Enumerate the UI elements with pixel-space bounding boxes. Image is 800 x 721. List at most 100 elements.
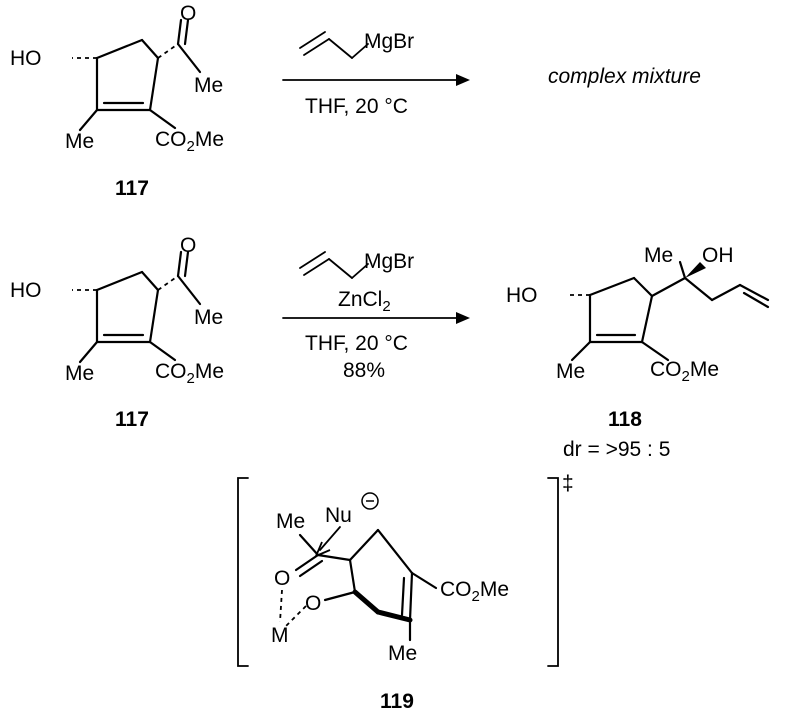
compound-number: 118 bbox=[608, 408, 642, 431]
bond bbox=[78, 108, 99, 132]
bond bbox=[323, 590, 357, 602]
bond bbox=[650, 276, 687, 298]
allyl-bond bbox=[328, 38, 353, 59]
bond bbox=[298, 533, 320, 557]
hash-bond bbox=[157, 43, 179, 59]
diastereomeric-ratio-label: dr = >95 : 5 bbox=[563, 438, 670, 461]
bond bbox=[294, 553, 320, 572]
bond bbox=[298, 559, 324, 578]
allyl-bond bbox=[303, 258, 330, 276]
hydroxyl-label: HO bbox=[10, 47, 42, 70]
arrow-head bbox=[456, 74, 470, 86]
ester-label: CO2Me bbox=[650, 358, 719, 385]
negative-charge-icon bbox=[361, 492, 379, 510]
arrow-head bbox=[456, 312, 470, 324]
bond bbox=[176, 274, 202, 306]
conditions-label: THF, 20 °C bbox=[305, 95, 408, 118]
compound-number: 117 bbox=[115, 177, 149, 200]
methyl-label: Me bbox=[644, 244, 673, 267]
bond bbox=[78, 340, 99, 364]
ring-methyl-label: Me bbox=[65, 362, 94, 385]
compound-117-bottom: HO O Me Me CO2Me 117 bbox=[10, 234, 224, 431]
bond bbox=[742, 291, 770, 309]
bond bbox=[408, 571, 414, 622]
bond bbox=[710, 283, 742, 302]
transition-state-119: ‡ Me Nu O O M CO2Me Me 119 bbox=[237, 472, 574, 713]
bond bbox=[140, 38, 160, 60]
bold-bond bbox=[375, 609, 413, 623]
bond bbox=[176, 250, 183, 278]
coordination-bond bbox=[279, 589, 283, 623]
compound-number: 119 bbox=[380, 690, 414, 713]
reaction1: HO O Me Me CO2Me 117 MgBr THF, 20 °C com… bbox=[10, 2, 701, 200]
additive-label: ZnCl2 bbox=[338, 288, 391, 315]
compound-118: HO Me OH Me CO2Me 118 dr = >95 : 5 bbox=[506, 244, 770, 461]
bond bbox=[148, 108, 177, 130]
bond bbox=[640, 294, 654, 344]
hash-bond bbox=[157, 275, 179, 291]
ring-methyl-label: Me bbox=[65, 130, 94, 153]
allyl-bond bbox=[303, 38, 330, 56]
bond bbox=[183, 250, 190, 278]
ketone-methyl-label: Me bbox=[194, 306, 223, 329]
ester-label: CO2Me bbox=[155, 360, 224, 387]
alkoxide-oxygen-label: O bbox=[305, 592, 321, 615]
bond bbox=[570, 340, 592, 362]
ring-methyl-label: Me bbox=[388, 642, 417, 665]
reaction2: HO O Me Me CO2Me 117 MgBr ZnCl2 THF, 20 … bbox=[10, 234, 770, 461]
bond bbox=[148, 56, 160, 112]
bond bbox=[176, 18, 183, 46]
right-bracket bbox=[547, 477, 559, 667]
bond bbox=[183, 18, 190, 46]
bond bbox=[95, 270, 144, 292]
hydroxyl-label: HO bbox=[506, 284, 538, 307]
ester-label: CO2Me bbox=[440, 578, 509, 605]
allyl-bond bbox=[299, 31, 326, 49]
dagger-symbol: ‡ bbox=[562, 472, 574, 495]
bond bbox=[588, 276, 636, 297]
hydroxyl-label: HO bbox=[10, 279, 42, 302]
bond bbox=[376, 528, 414, 575]
allyl-bond bbox=[351, 43, 369, 59]
bond bbox=[678, 260, 687, 280]
ketone-oxygen-label: O bbox=[180, 234, 196, 257]
bond bbox=[410, 571, 438, 590]
bond bbox=[632, 276, 654, 298]
bond bbox=[316, 553, 352, 562]
metal-label: M bbox=[271, 624, 289, 647]
attack-arrow-line bbox=[319, 526, 341, 551]
reaction1-arrow: MgBr THF, 20 °C bbox=[282, 30, 470, 118]
ketone-methyl-label: Me bbox=[194, 74, 223, 97]
nucleophile-label: Nu bbox=[325, 504, 352, 527]
reaction2-arrow: MgBr ZnCl2 THF, 20 °C 88% bbox=[282, 250, 470, 382]
allyl-bond bbox=[299, 251, 326, 269]
ester-label: CO2Me bbox=[155, 128, 224, 155]
methyl-label: Me bbox=[276, 510, 305, 533]
bond bbox=[176, 42, 202, 74]
allyl-bond bbox=[351, 263, 369, 279]
bond bbox=[400, 576, 406, 617]
bond bbox=[148, 340, 177, 362]
bold-bond bbox=[352, 589, 381, 615]
product-label: complex mixture bbox=[548, 65, 701, 88]
bond bbox=[148, 288, 160, 344]
yield-label: 88% bbox=[343, 359, 385, 382]
reagent-label: MgBr bbox=[364, 30, 414, 53]
bond bbox=[683, 276, 714, 302]
bond bbox=[640, 340, 670, 362]
compound-number: 117 bbox=[115, 408, 149, 431]
wedge-bond bbox=[685, 262, 706, 278]
bond bbox=[348, 558, 357, 594]
carbonyl-oxygen-label: O bbox=[274, 567, 290, 590]
coordination-bond bbox=[285, 605, 307, 627]
bond bbox=[738, 283, 770, 302]
reagent-label: MgBr bbox=[364, 250, 414, 273]
allyl-bond bbox=[328, 258, 353, 279]
ring-methyl-label: Me bbox=[556, 360, 585, 383]
bond bbox=[348, 528, 380, 562]
bond bbox=[140, 270, 160, 292]
tertiary-hydroxyl-label: OH bbox=[702, 244, 734, 267]
bond bbox=[95, 38, 144, 60]
compound-117-top: HO O Me Me CO2Me 117 bbox=[10, 2, 224, 200]
